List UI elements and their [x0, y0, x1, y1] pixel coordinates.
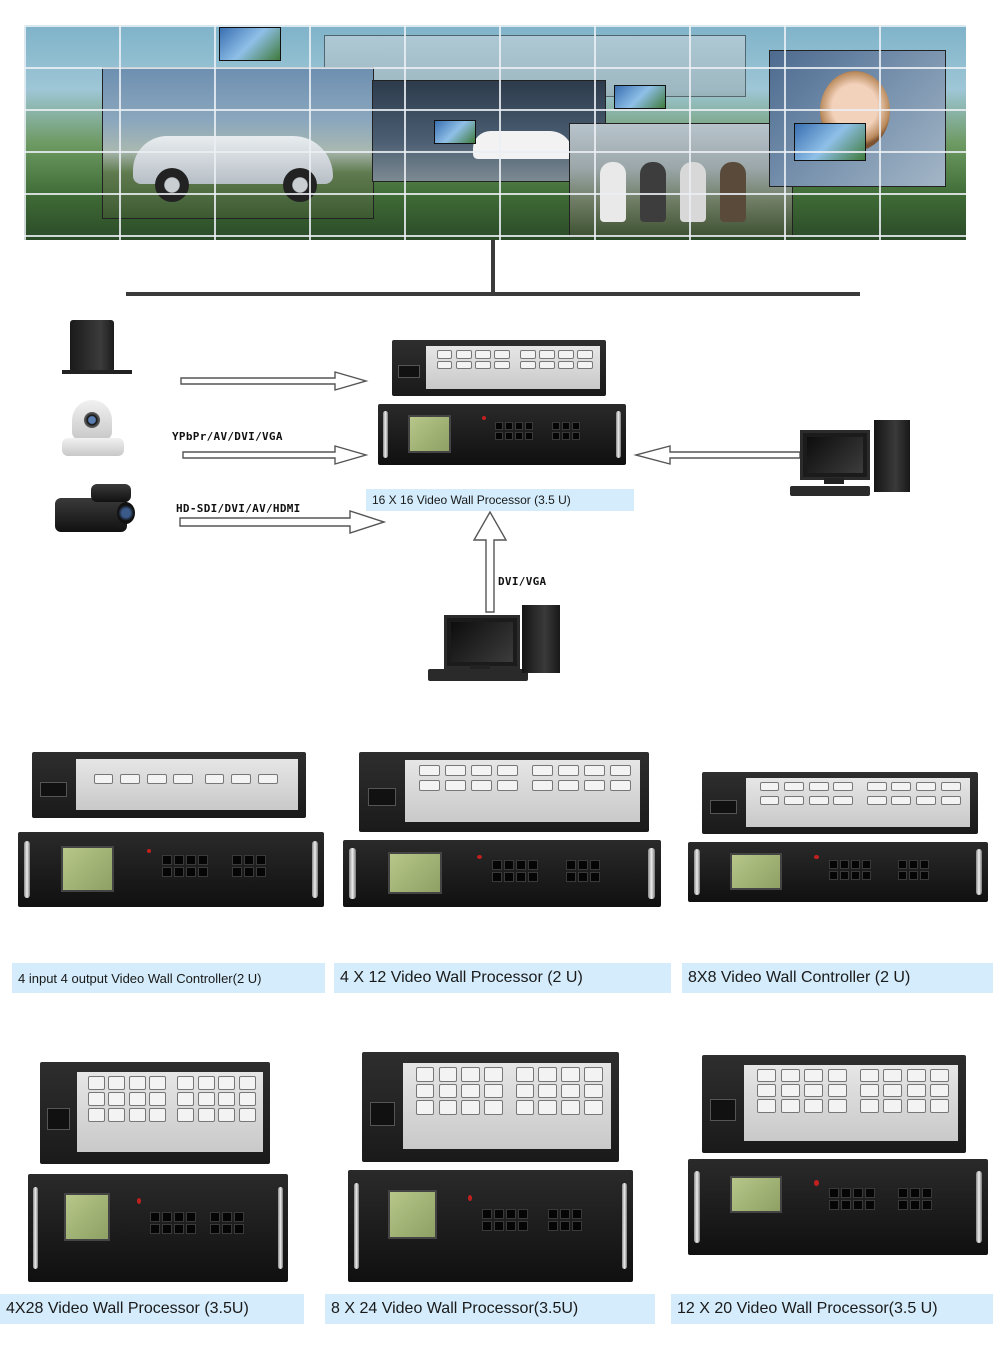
product-unit-2 — [343, 752, 661, 907]
pc-signal-label: DVI/VGA — [498, 575, 547, 588]
camera-signal-label: YPbPr/AV/DVI/VGA — [172, 430, 283, 443]
wall-connector-line — [491, 240, 495, 296]
processor-16x16 — [378, 340, 626, 465]
product-unit-1 — [18, 752, 324, 907]
server-icon — [62, 320, 132, 376]
processor-back-panel — [392, 340, 606, 396]
product-unit-4 — [28, 1062, 288, 1282]
processor-caption: 16 X 16 Video Wall Processor (3.5 U) — [366, 489, 634, 511]
wall-tile-grid — [24, 25, 966, 240]
desktop-pc-icon — [428, 605, 568, 685]
product-caption: 8 X 24 Video Wall Processor(3.5U) — [325, 1294, 655, 1324]
product-caption: 4X28 Video Wall Processor (3.5U) — [0, 1294, 304, 1324]
video-wall-display — [24, 25, 966, 240]
product-caption: 8X8 Video Wall Controller (2 U) — [682, 963, 993, 993]
arrow-icon — [182, 445, 369, 465]
camcorder-icon — [55, 480, 140, 542]
arrow-icon — [633, 445, 801, 465]
product-unit-5 — [348, 1052, 633, 1282]
connection-arrows — [179, 371, 801, 613]
processor-front-panel — [378, 404, 626, 465]
wall-connector-bar — [126, 292, 860, 296]
product-caption: 4 X 12 Video Wall Processor (2 U) — [334, 963, 671, 993]
product-caption: 12 X 20 Video Wall Processor(3.5 U) — [671, 1294, 993, 1324]
product-unit-3 — [688, 772, 988, 902]
product-unit-6 — [688, 1055, 988, 1255]
desktop-pc-icon — [790, 420, 915, 502]
camcorder-signal-label: HD-SDI/DVI/AV/HDMI — [176, 502, 301, 515]
arrow-icon — [472, 510, 508, 613]
arrow-icon — [179, 510, 387, 534]
product-caption: 4 input 4 output Video Wall Controller(2… — [12, 963, 325, 993]
ptz-camera-icon — [62, 400, 132, 462]
arrow-icon — [180, 371, 369, 391]
